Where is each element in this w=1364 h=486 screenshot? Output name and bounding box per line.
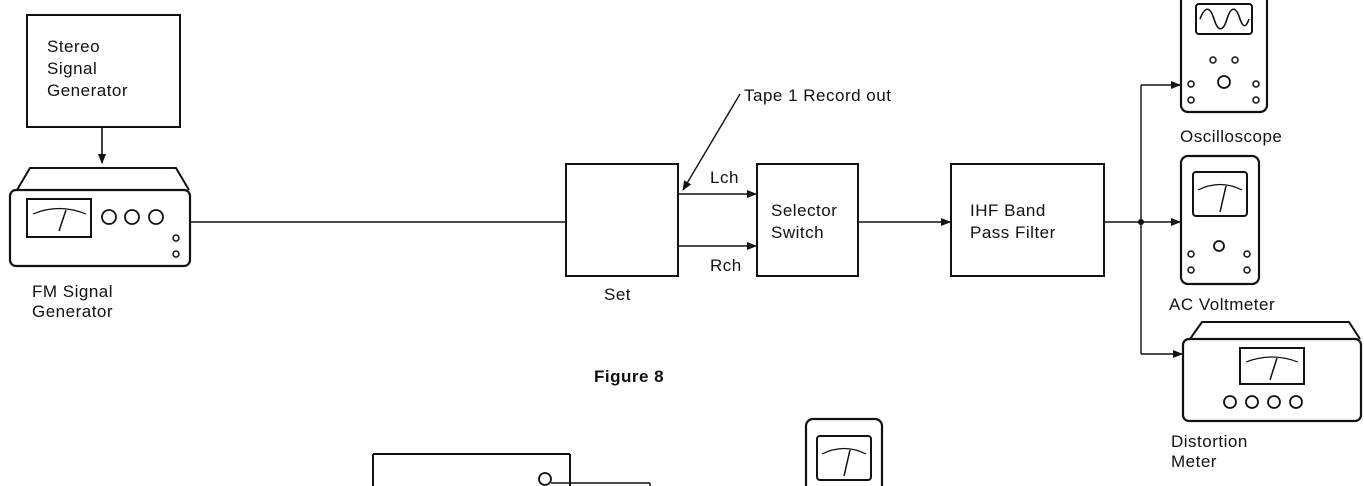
distortion-meter-device — [1181, 321, 1363, 423]
selector-switch-label: Selector Switch — [771, 201, 838, 242]
set-box — [565, 163, 679, 277]
distortion-meter-label: Distortion Meter — [1171, 432, 1248, 471]
fm-signal-generator-label: FM Signal Generator — [32, 282, 114, 321]
ac-voltmeter-label: AC Voltmeter — [1169, 295, 1276, 314]
band-pass-filter-box — [950, 163, 1105, 277]
next-figure-partial — [372, 417, 884, 486]
ac-voltmeter-device — [1179, 154, 1261, 286]
rch-label: Rch — [710, 256, 742, 275]
tape-out-pointer — [682, 93, 741, 191]
lch-label: Lch — [710, 168, 739, 187]
fm-signal-generator-device — [8, 167, 192, 268]
figure-caption: Figure 8 — [594, 367, 665, 386]
oscilloscope-device — [1179, 0, 1269, 114]
band-pass-filter-label: IHF Band Pass Filter — [970, 201, 1056, 242]
stereo-signal-generator-box — [26, 14, 181, 128]
set-label: Set — [604, 285, 632, 304]
tape-out-label: Tape 1 Record out — [744, 86, 892, 105]
stereo-signal-generator-label: Stereo Signal Generator — [47, 37, 129, 100]
selector-switch-box — [756, 163, 859, 277]
oscilloscope-label: Oscilloscope — [1180, 127, 1283, 146]
